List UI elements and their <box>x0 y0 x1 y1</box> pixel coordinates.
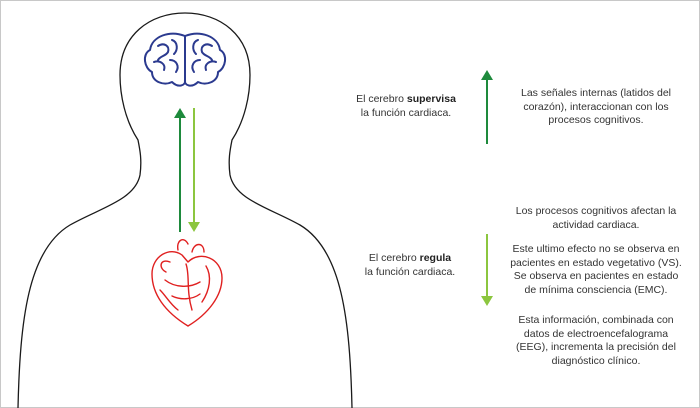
text-eeg: Esta información, combinada con datos de… <box>496 314 696 368</box>
label-regula-prefix: El cerebro <box>368 252 420 264</box>
arrow-down-center <box>188 108 200 232</box>
text-vs-line: pacientes en estado vegetativo (VS). <box>510 256 682 269</box>
text-vs-line: Se observa en pacientes en estado <box>513 270 679 282</box>
text-eeg-line: diagnóstico clínico. <box>551 354 641 367</box>
text-signals-line: Las señales internas (latidos del <box>520 87 671 99</box>
arrow-up-center <box>174 108 186 232</box>
human-silhouette <box>17 12 353 408</box>
brain-icon <box>144 32 226 87</box>
text-signals-line: procesos cognitivos. <box>548 114 644 126</box>
text-eeg-line: Esta información, combinada con <box>518 314 674 326</box>
heart-icon <box>151 239 223 327</box>
label-regula-line2: la función cardiaca. <box>364 265 456 278</box>
label-supervisa-strong: supervisa <box>406 93 456 105</box>
arrow-down-right <box>481 234 493 306</box>
text-cognitive: Los procesos cognitivos afectan la activ… <box>496 205 696 232</box>
text-cognitive-line: Los procesos cognitivos afectan la <box>515 205 677 217</box>
arrow-up-right <box>481 70 493 144</box>
text-vs-effect: Este ultimo efecto no se observa en paci… <box>496 243 696 297</box>
text-cognitive-line: actividad cardiaca. <box>552 218 640 231</box>
text-eeg-line: datos de electroencefalograma <box>523 327 669 340</box>
text-signals-line: corazón), interaccionan con los <box>523 100 669 113</box>
text-vs-line: de mínima consciencia (EMC). <box>524 283 668 296</box>
label-supervisa: El cerebro supervisa la función cardiaca… <box>332 93 480 120</box>
label-supervisa-line2: la función cardiaca. <box>360 106 452 119</box>
text-vs-line: Este ultimo efecto no se observa en <box>512 243 680 255</box>
label-regula-strong: regula <box>419 252 452 264</box>
label-regula: El cerebro regula la función cardiaca. <box>340 252 480 279</box>
label-supervisa-prefix: El cerebro <box>356 93 407 105</box>
text-eeg-line: (EEG), incrementa la precisión del <box>516 341 676 353</box>
text-signals: Las señales internas (latidos del corazó… <box>496 87 696 128</box>
